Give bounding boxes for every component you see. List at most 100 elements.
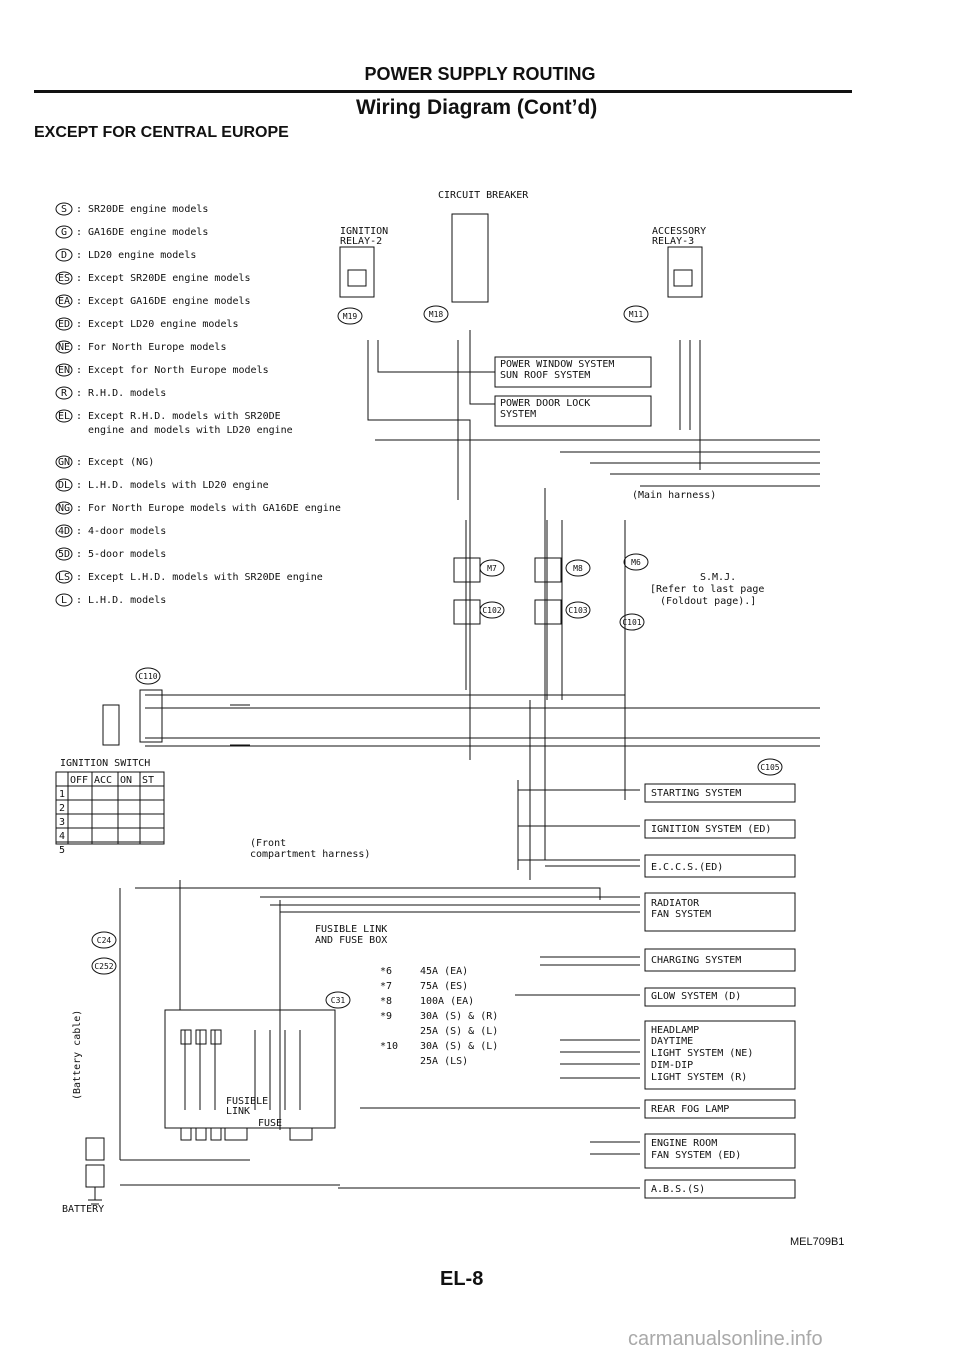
legend-code-oval — [55, 386, 73, 400]
system-label: E.C.C.S.(ED) — [651, 862, 723, 873]
legend-text: 4-door models — [88, 526, 166, 537]
legend-item: NG:For North Europe models with GA16DE e… — [55, 501, 341, 515]
legend-code-oval — [55, 524, 73, 538]
circuit-breaker-label: CIRCUIT BREAKER — [438, 190, 529, 201]
connector-tag: M7 — [479, 559, 505, 577]
fusible-link-box-label-2: AND FUSE BOX — [315, 935, 387, 946]
legend-code: GN — [58, 457, 70, 468]
wire-lines — [55, 213, 820, 1205]
legend-item: 5D:5-door models — [55, 547, 166, 561]
ignition-relay-label-2: RELAY-2 — [340, 236, 382, 247]
connector-label: C31 — [331, 996, 346, 1005]
connector-tag: M18 — [423, 305, 449, 323]
switch-header: ST — [142, 775, 154, 786]
legend-code: EN — [58, 365, 70, 376]
system-label: GLOW SYSTEM (D) — [651, 991, 741, 1002]
legend-code: NG — [58, 503, 70, 514]
connector-label: C24 — [97, 936, 112, 945]
system-label: CHARGING SYSTEM — [651, 955, 741, 966]
legend-colon: : — [76, 296, 82, 307]
system-label: A.B.S.(S) — [651, 1184, 705, 1195]
legend-colon: : — [76, 365, 82, 376]
rating-id: *7 — [380, 981, 392, 992]
legend-text: Except LD20 engine models — [88, 319, 239, 330]
main-harness-label: (Main harness) — [632, 490, 716, 501]
connector-tag: C101 — [619, 613, 645, 631]
legend-item: EN:Except for North Europe models — [55, 363, 269, 377]
connector-label: C101 — [622, 618, 641, 627]
power-door-lock-box — [494, 395, 652, 427]
watermark: carmanualsonline.info — [628, 1328, 823, 1350]
legend-text: Except R.H.D. models with SR20DE — [88, 411, 281, 422]
system-label: REAR FOG LAMP — [651, 1104, 729, 1115]
legend-text: 5-door models — [88, 549, 166, 560]
legend-item: EA:Except GA16DE engine models — [55, 294, 251, 308]
smj-label-3: (Foldout page).] — [660, 596, 756, 607]
rating-value: 30A (S) & (L) — [420, 1041, 498, 1052]
legend-code: ED — [58, 319, 70, 330]
system-label: DIM-DIP — [651, 1060, 693, 1071]
connector-label: C102 — [482, 606, 501, 615]
system-label: SUN ROOF SYSTEM — [500, 370, 590, 381]
system-label: LIGHT SYSTEM (R) — [651, 1072, 747, 1083]
starting-system-box — [644, 783, 796, 803]
smj-label-2: [Refer to last page — [650, 584, 764, 595]
connector-tag: C24 — [91, 931, 117, 949]
legend-code: S — [61, 204, 67, 215]
legend-text: For North Europe models with GA16DE engi… — [88, 503, 341, 514]
legend-item: ES:Except SR20DE engine models — [55, 271, 251, 285]
legend-text: L.H.D. models — [88, 595, 166, 606]
legend-item: G:GA16DE engine models — [55, 225, 208, 239]
system-label: FAN SYSTEM (ED) — [651, 1150, 741, 1161]
front-harness-label-1: (Front — [250, 838, 286, 849]
abs-box — [644, 1179, 796, 1199]
legend-colon: : — [76, 319, 82, 330]
legend-code-oval — [55, 248, 73, 262]
legend-code-oval — [55, 317, 73, 331]
accessory-relay-3-box — [667, 246, 703, 298]
charging-system-box — [644, 948, 796, 972]
legend-code: DL — [58, 480, 70, 491]
ignition-relay-2-box — [339, 246, 375, 298]
connector-tag: M6 — [623, 553, 649, 571]
connector-label: M8 — [573, 564, 583, 573]
smj-label-1: S.M.J. — [700, 572, 736, 583]
engine-room-fan-box — [644, 1133, 796, 1169]
system-label: POWER WINDOW SYSTEM — [500, 359, 614, 370]
legend-item: D:LD20 engine models — [55, 248, 196, 262]
legend-code-oval — [55, 225, 73, 239]
connector-label: C110 — [138, 672, 157, 681]
legend-code: EL — [58, 411, 70, 422]
legend-code: L — [61, 595, 67, 606]
legend-code: 4D — [58, 526, 70, 537]
switch-row-label: 5 — [59, 845, 65, 856]
connector-tag: M11 — [623, 305, 649, 323]
connector-tag: C252 — [91, 957, 117, 975]
legend-item: engine and models with LD20 engine — [88, 425, 293, 436]
page-number: EL-8 — [440, 1268, 484, 1290]
fusible-link-box-label-1: FUSIBLE LINK — [315, 924, 387, 935]
connector-tag: C105 — [757, 758, 783, 776]
switch-header: OFF — [70, 775, 88, 786]
legend-code: 5D — [58, 549, 70, 560]
legend-item: S:SR20DE engine models — [55, 202, 208, 216]
legend-code: EA — [58, 296, 70, 307]
front-harness-label-2: compartment harness) — [250, 849, 370, 860]
legend-colon: : — [76, 227, 82, 238]
legend-colon: : — [76, 204, 82, 215]
system-label: ENGINE ROOM — [651, 1138, 717, 1149]
legend-colon: : — [76, 273, 82, 284]
ignition-switch-table — [55, 771, 165, 845]
legend-text: LD20 engine models — [88, 250, 196, 261]
connector-label: M7 — [487, 564, 497, 573]
legend-code-oval — [55, 547, 73, 561]
legend-code-oval — [55, 271, 73, 285]
legend-text: L.H.D. models with LD20 engine — [88, 480, 269, 491]
page-title: POWER SUPPLY ROUTING — [364, 64, 596, 84]
system-label: LIGHT SYSTEM (NE) — [651, 1048, 753, 1059]
legend-item: EL:Except R.H.D. models with SR20DE — [55, 409, 281, 423]
